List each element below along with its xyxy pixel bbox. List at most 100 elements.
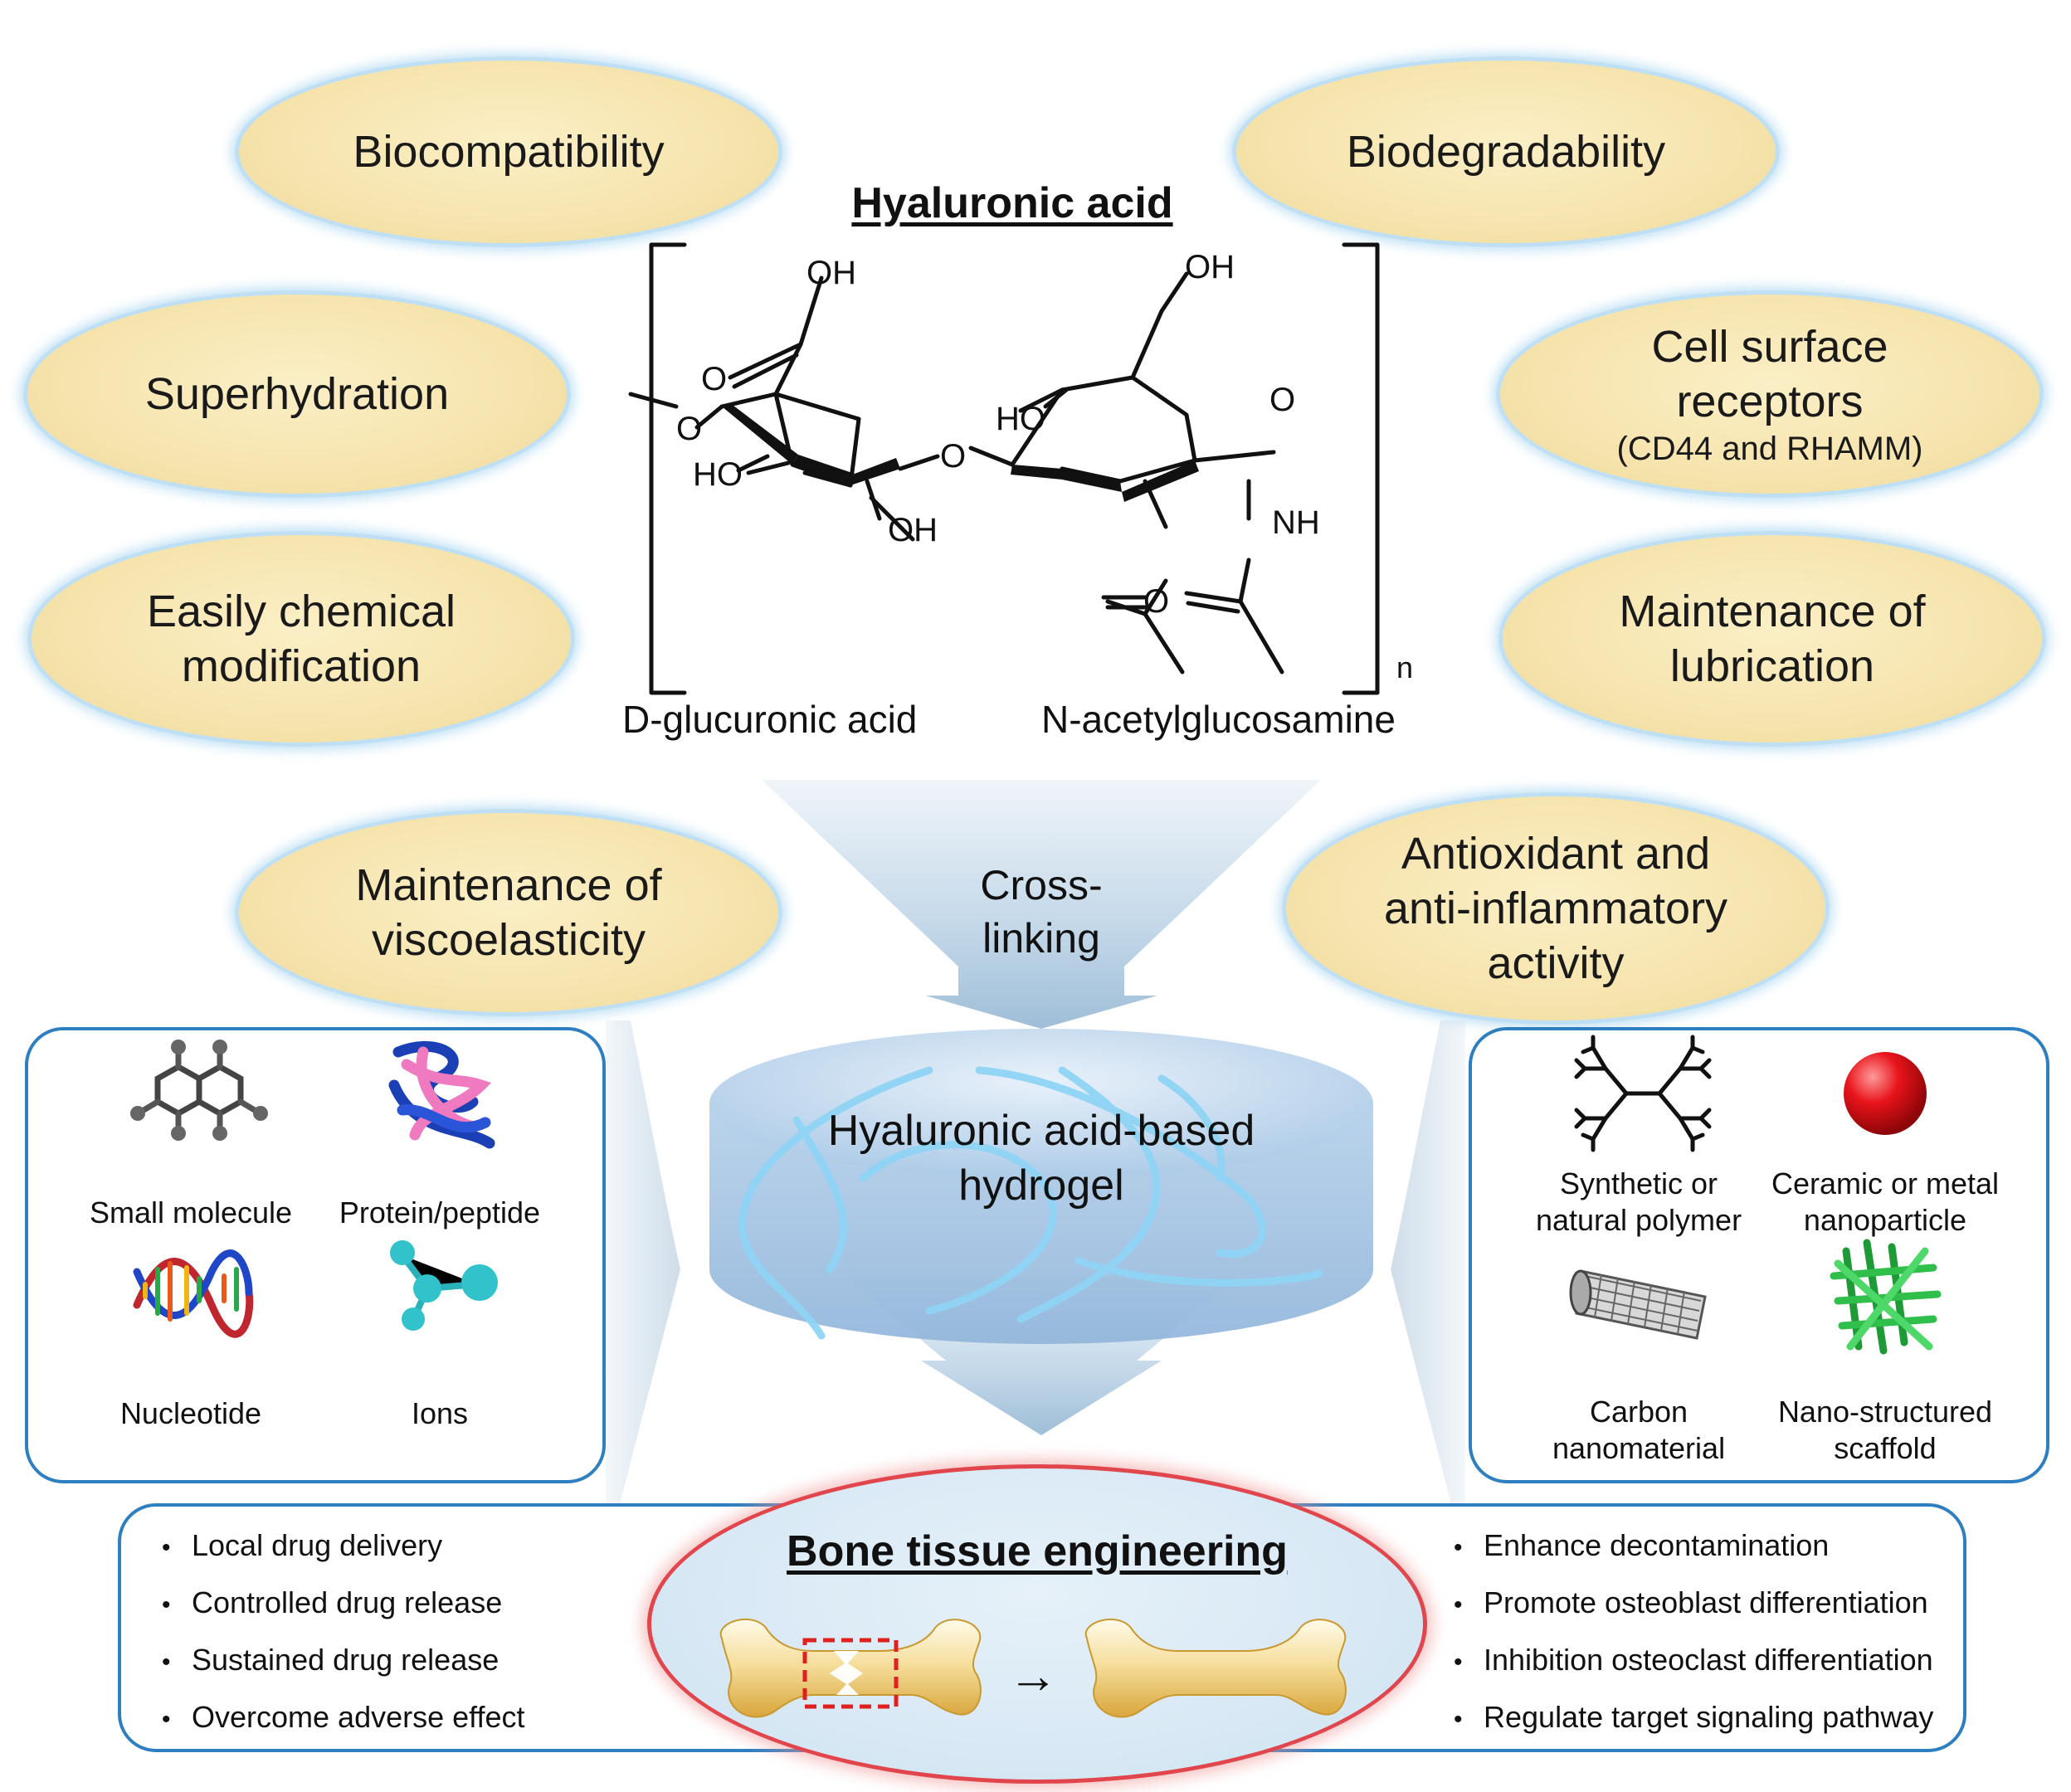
label-line: nanomaterial xyxy=(1552,1431,1726,1465)
atom-oh-2: OH xyxy=(888,512,938,548)
label-line: Synthetic or xyxy=(1559,1166,1718,1200)
label-n-acetylglucosamine: N-acetylglucosamine xyxy=(1041,698,1396,741)
property-text: Easily chemical xyxy=(146,587,456,636)
left-panel-icons xyxy=(130,1040,498,1338)
right-item-label: Nano-structured scaffold xyxy=(1761,1394,2010,1467)
healed-bone-icon xyxy=(1084,1618,1347,1718)
hyaluronic-acid-title: Hyaluronic acid xyxy=(851,179,1173,227)
dendrimer-icon xyxy=(1574,1035,1712,1152)
property-text: Antioxidant and xyxy=(1401,829,1711,879)
label-line: Ceramic or metal xyxy=(1771,1166,2000,1200)
right-panel-icons xyxy=(1569,1035,1942,1355)
bullet-item: Overcome adverse effect xyxy=(162,1690,525,1747)
crosslink-funnel-arrow xyxy=(762,780,1321,1029)
small-molecule-icon xyxy=(130,1040,268,1141)
property-text: Maintenance of xyxy=(1619,587,1926,636)
ions-icon xyxy=(390,1240,498,1331)
atom-o-ring: O xyxy=(1269,382,1295,418)
protein-icon xyxy=(388,1040,495,1149)
atom-oh-1: OH xyxy=(806,255,856,291)
property-text: anti-inflammatory xyxy=(1383,884,1728,933)
label-line: Nano-structured xyxy=(1777,1395,1993,1429)
label-line: Nucleotide xyxy=(119,1396,262,1430)
right-item-label: Ceramic or metal nanoparticle xyxy=(1761,1166,2010,1239)
label-line: scaffold xyxy=(1834,1431,1937,1465)
healing-arrow: → xyxy=(1008,1648,1058,1703)
label-line: nanoparticle xyxy=(1803,1203,1967,1237)
right-item-label: Carbon nanomaterial xyxy=(1514,1394,1763,1467)
atom-nh: NH xyxy=(1272,504,1320,541)
property-text: receptors xyxy=(1676,377,1864,426)
hydrogel-label: Hyaluronic acid-based hydrogel xyxy=(751,1103,1332,1213)
bone-illustration: → xyxy=(719,1618,1347,1718)
bone-tissue-title: Bone tissue engineering xyxy=(787,1527,1288,1575)
right-bullet-list: Enhance decontamination Promote osteobla… xyxy=(1454,1518,1933,1747)
property-text: Maintenance of xyxy=(355,860,662,910)
property-cell-surface-receptors: Cell surface receptors (CD44 and RHAMM) xyxy=(1496,290,2044,498)
bullet-item: Enhance decontamination xyxy=(1454,1518,1933,1575)
bullet-item: Controlled drug release xyxy=(162,1575,525,1633)
property-biodegradability: Biodegradability xyxy=(1232,56,1780,247)
crosslink-line: linking xyxy=(982,915,1100,962)
property-text: Cell surface xyxy=(1651,322,1888,372)
hyaluronic-acid-structure: OH O O HO OH HO O O OH NH O n xyxy=(628,242,1413,695)
atom-ho-1: HO xyxy=(693,456,743,493)
atom-o-amide: O xyxy=(1143,583,1169,620)
property-text: Superhydration xyxy=(144,369,450,419)
left-item-label: Ions xyxy=(315,1395,564,1432)
hydrogel-disk xyxy=(709,1029,1373,1344)
hydrogel-line: hydrogel xyxy=(958,1161,1124,1210)
atom-oh-3: OH xyxy=(1185,249,1235,285)
left-bullet-list: Local drug delivery Controlled drug rele… xyxy=(162,1518,525,1747)
label-line: Small molecule xyxy=(89,1195,293,1230)
property-text: modification xyxy=(181,641,422,691)
scaffold-icon xyxy=(1830,1239,1942,1355)
repeat-subscript: n xyxy=(1396,650,1413,684)
property-biocompatibility: Biocompatibility xyxy=(235,56,782,247)
right-item-label: Synthetic or natural polymer xyxy=(1514,1166,1763,1239)
bullet-item: Promote osteoblast differentiation xyxy=(1454,1575,1933,1633)
property-chemical-modification: Easily chemical modification xyxy=(27,531,575,747)
property-text: activity xyxy=(1487,938,1625,988)
atom-o-carbonyl: O xyxy=(701,361,727,397)
label-d-glucuronic-acid: D-glucuronic acid xyxy=(622,698,918,741)
property-text: viscoelasticity xyxy=(371,915,646,965)
label-line: Carbon xyxy=(1589,1395,1688,1429)
right-side-arrow xyxy=(1391,1020,1465,1527)
property-superhydration: Superhydration xyxy=(23,290,571,498)
left-item-label: Nucleotide xyxy=(66,1395,315,1432)
property-text: Biodegradability xyxy=(1346,127,1666,177)
defect-marker xyxy=(802,1638,899,1709)
property-lubrication: Maintenance of lubrication xyxy=(1498,531,2046,747)
bone-tissue-circle xyxy=(647,1464,1427,1784)
left-item-label: Small molecule xyxy=(66,1195,315,1231)
left-item-label: Protein/peptide xyxy=(315,1195,564,1231)
amide-bonds xyxy=(1184,479,1284,674)
broken-bone-icon xyxy=(719,1618,982,1718)
crosslinking-label: Cross- linking xyxy=(917,859,1166,965)
dna-icon xyxy=(133,1249,254,1338)
property-viscoelasticity: Maintenance of viscoelasticity xyxy=(235,809,782,1016)
property-note: (CD44 and RHAMM) xyxy=(1616,431,1923,467)
bullet-item: Local drug delivery xyxy=(162,1518,525,1575)
label-line: Protein/peptide xyxy=(339,1195,541,1230)
hydrogel-line: Hyaluronic acid-based xyxy=(827,1107,1255,1155)
property-text: lubrication xyxy=(1669,641,1875,691)
nanoparticle-icon xyxy=(1844,1052,1927,1135)
nanotube-icon xyxy=(1569,1269,1707,1340)
bullet-item: Inhibition osteoclast differentiation xyxy=(1454,1633,1933,1690)
atom-o-link-2: O xyxy=(940,438,966,475)
atom-ho-2: HO xyxy=(996,401,1045,437)
bullet-item: Regulate target signaling pathway xyxy=(1454,1690,1933,1747)
property-antioxidant: Antioxidant and anti-inflammatory activi… xyxy=(1282,792,1830,1025)
crosslink-line: Cross- xyxy=(980,862,1103,908)
property-text: Biocompatibility xyxy=(353,127,665,177)
left-cargo-panel xyxy=(25,1027,606,1483)
bullet-item: Sustained drug release xyxy=(162,1633,525,1690)
left-side-arrow xyxy=(606,1020,680,1527)
right-material-panel xyxy=(1469,1027,2049,1483)
label-line: natural polymer xyxy=(1535,1203,1742,1237)
atom-o-link-1: O xyxy=(676,411,702,447)
label-line: Ions xyxy=(411,1396,469,1430)
